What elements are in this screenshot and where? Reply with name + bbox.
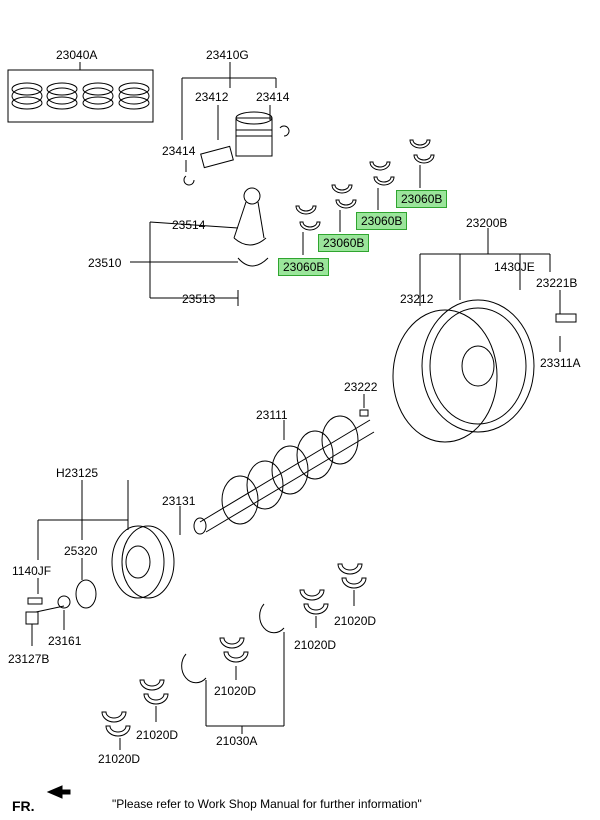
label-23127B: 23127B <box>8 652 50 666</box>
label-H23125: H23125 <box>56 466 99 480</box>
crank-pulley-icon <box>111 525 175 599</box>
washer-icon <box>57 595 71 609</box>
label-21020D-4: 21020D <box>136 728 179 742</box>
label-1140JF: 1140JF <box>12 564 52 578</box>
thrust-washer-icon <box>181 653 207 684</box>
crankshaft-icon <box>193 415 375 535</box>
piston-pin-icon <box>200 145 234 169</box>
front-label: FR. <box>12 798 35 814</box>
label-23060B-highlight-1[interactable]: 23060B <box>396 190 448 208</box>
footer-note: "Please refer to Work Shop Manual for fu… <box>112 797 422 811</box>
label-23111: 23111 <box>256 408 288 422</box>
label-23510: 23510 <box>88 256 122 270</box>
label-21020D-2: 21020D <box>294 638 337 652</box>
snap-ring-right-icon <box>279 125 290 137</box>
crank-hub-icon <box>75 579 97 609</box>
main-bearings-icon <box>101 563 367 737</box>
label-23410G: 23410G <box>206 48 249 62</box>
label-23200B: 23200B <box>466 216 508 230</box>
dowel-pin-icon <box>359 409 369 417</box>
thrust-washer-icon-2 <box>259 603 285 634</box>
label-23161: 23161 <box>48 634 82 648</box>
label-23414-left: 23414 <box>162 144 196 158</box>
label-23212: 23212 <box>400 292 434 306</box>
connecting-rod-icon <box>233 187 269 267</box>
label-21020D-5: 21020D <box>98 752 141 766</box>
label-23060B-highlight-2[interactable]: 23060B <box>356 212 408 230</box>
label-23514: 23514 <box>172 218 206 232</box>
label-23513: 23513 <box>182 292 216 306</box>
label-25320: 25320 <box>64 544 98 558</box>
label-23060B-highlight-3[interactable]: 23060B <box>318 234 370 252</box>
conrod-bearings-icon <box>295 139 435 231</box>
pulley-bolt-icon <box>25 611 39 625</box>
label-23222: 23222 <box>344 380 378 394</box>
label-21020D-1: 21020D <box>334 614 377 628</box>
label-1430JE: 1430JE <box>494 260 535 274</box>
key-bolt-icon <box>27 597 43 605</box>
label-23131: 23131 <box>162 494 196 508</box>
label-21030A: 21030A <box>216 734 258 748</box>
label-23311A: 23311A <box>540 356 581 370</box>
snap-ring-left-icon <box>183 175 195 186</box>
piston-icon <box>235 111 273 157</box>
label-23060B-highlight-4[interactable]: 23060B <box>278 258 330 276</box>
label-23412: 23412 <box>195 90 229 104</box>
label-23221B: 23221B <box>536 276 578 290</box>
label-23414-right: 23414 <box>256 90 290 104</box>
flywheel-icon <box>392 299 535 443</box>
piston-rings-icon <box>11 82 150 110</box>
piston-ring-box <box>7 69 154 123</box>
label-23040A: 23040A <box>56 48 98 62</box>
label-21020D-3: 21020D <box>214 684 257 698</box>
flywheel-bolt-icon <box>555 313 577 323</box>
front-arrow-icon <box>46 785 71 799</box>
